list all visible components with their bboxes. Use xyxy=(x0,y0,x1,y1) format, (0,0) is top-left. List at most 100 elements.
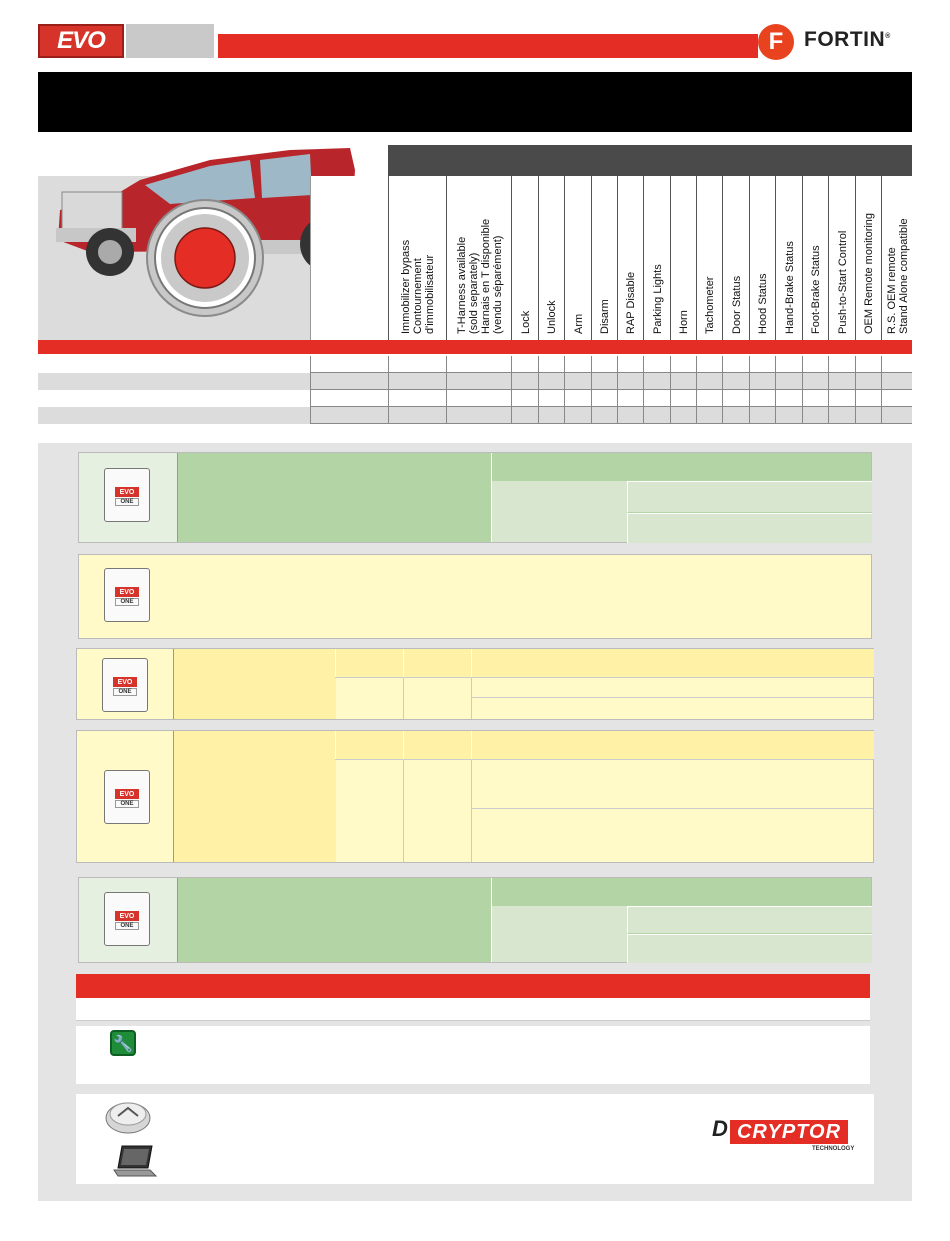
feature-cell xyxy=(446,390,511,407)
feature-column-header: T-Harness available (sold separately) Ha… xyxy=(446,176,511,340)
feature-cell xyxy=(696,356,722,373)
feature-cell xyxy=(775,390,802,407)
feature-column-label: T-Harness available (sold separately) Ha… xyxy=(455,218,504,334)
feature-cell xyxy=(564,373,591,390)
feature-column-label: OEM Remote monitoring xyxy=(863,212,875,334)
feature-column-label: Disarm xyxy=(599,299,611,334)
feature-column-header: Hand-Brake Status xyxy=(775,176,802,340)
feature-cell xyxy=(828,390,855,407)
vehicle-row xyxy=(38,407,912,424)
vehicle-row-label xyxy=(38,356,310,373)
feature-column-header: Parking Lights xyxy=(643,176,670,340)
feature-column-label: Parking Lights xyxy=(651,264,664,334)
vehicle-row-info xyxy=(310,390,388,407)
feature-header-bar xyxy=(388,145,912,177)
truck-illustration xyxy=(56,148,356,317)
laptop-icon xyxy=(113,1145,158,1177)
feature-cell xyxy=(881,373,912,390)
feature-cell xyxy=(617,407,643,424)
feature-column-header: OEM Remote monitoring xyxy=(855,176,881,340)
feature-cell xyxy=(617,356,643,373)
feature-cell xyxy=(696,373,722,390)
install-option-4 xyxy=(76,730,874,863)
vehicle-row xyxy=(38,373,912,390)
feature-cell xyxy=(538,407,564,424)
feature-cell xyxy=(617,373,643,390)
feature-column-label: Arm xyxy=(572,313,585,334)
feature-column-header: Lock xyxy=(511,176,538,340)
feature-cell xyxy=(538,390,564,407)
feature-cell xyxy=(446,373,511,390)
install-option-2 xyxy=(78,554,872,639)
feature-cell xyxy=(388,390,446,407)
title-bar xyxy=(38,72,912,132)
feature-cell xyxy=(511,373,538,390)
feature-cell xyxy=(855,407,881,424)
feature-column-label: Immobilizer bypass Contournement d'immob… xyxy=(400,239,436,334)
feature-cell xyxy=(591,390,617,407)
feature-column-label: Push-to-Start Control xyxy=(836,230,849,334)
wrench-icon: 🔧 xyxy=(110,1030,136,1056)
feature-cell xyxy=(388,373,446,390)
vehicle-row-label xyxy=(38,390,310,407)
feature-cell xyxy=(828,373,855,390)
feature-cell xyxy=(446,356,511,373)
feature-cell xyxy=(388,356,446,373)
header-red-bar xyxy=(218,34,758,58)
feature-cell xyxy=(564,390,591,407)
feature-column-label: R.S. OEM remote Stand Alone compatible xyxy=(885,218,910,334)
feature-cell xyxy=(643,407,670,424)
feature-cell xyxy=(775,356,802,373)
feature-column-header: Foot-Brake Status xyxy=(802,176,828,340)
feature-column-label: Door Status xyxy=(730,275,743,334)
vehicle-row-label xyxy=(38,407,310,424)
feature-cell xyxy=(749,373,775,390)
feature-cell xyxy=(591,407,617,424)
install-option-3 xyxy=(76,648,874,720)
install-option-1 xyxy=(78,452,872,543)
feature-cell xyxy=(722,390,749,407)
notes-header-bar xyxy=(76,974,870,998)
vehicle-info-box xyxy=(310,176,389,340)
vehicle-row xyxy=(38,390,912,407)
feature-column-header: Push-to-Start Control xyxy=(828,176,855,340)
feature-column-header: R.S. OEM remote Stand Alone compatible xyxy=(881,176,912,340)
feature-column-label: Unlock xyxy=(546,300,558,334)
feature-cell xyxy=(538,373,564,390)
feature-cell xyxy=(722,373,749,390)
feature-cell xyxy=(828,356,855,373)
feature-column-label: Hand-Brake Status xyxy=(783,241,796,334)
feature-cell xyxy=(802,390,828,407)
feature-cell xyxy=(696,390,722,407)
feature-cell xyxy=(591,373,617,390)
feature-cell xyxy=(855,356,881,373)
feature-cell xyxy=(749,407,775,424)
feature-cell xyxy=(696,407,722,424)
feature-cell xyxy=(643,356,670,373)
feature-cell xyxy=(643,373,670,390)
feature-cell xyxy=(775,407,802,424)
feature-cell xyxy=(722,356,749,373)
dcryptor-logo: D CRYPTOR TECHNOLOGY xyxy=(712,1116,855,1152)
vehicle-row-info xyxy=(310,407,388,424)
feature-cell xyxy=(446,407,511,424)
feature-cell xyxy=(670,390,696,407)
feature-cell xyxy=(511,407,538,424)
feature-cell xyxy=(855,390,881,407)
evo-logo: EVO xyxy=(38,24,124,58)
feature-cell xyxy=(511,390,538,407)
feature-cell xyxy=(591,356,617,373)
feature-column-label: Horn xyxy=(678,310,690,334)
feature-cell xyxy=(388,407,446,424)
feature-column-header: Hood Status xyxy=(749,176,775,340)
feature-cell xyxy=(881,407,912,424)
feature-cell xyxy=(564,407,591,424)
vehicle-row xyxy=(38,356,912,373)
feature-cell xyxy=(828,407,855,424)
feature-column-label: RAP Disable xyxy=(625,271,637,334)
feature-column-header: RAP Disable xyxy=(617,176,643,340)
feature-cell xyxy=(670,356,696,373)
